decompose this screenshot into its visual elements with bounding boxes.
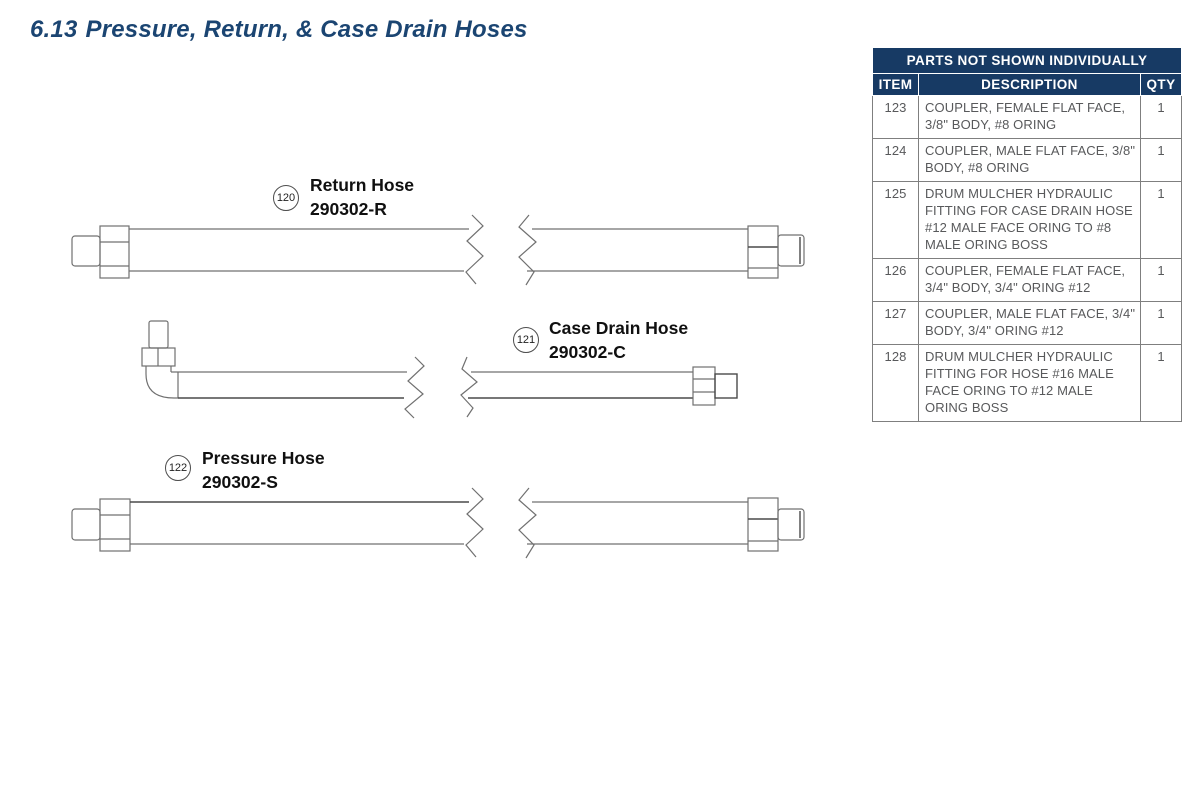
- callout-120: 120: [273, 185, 299, 211]
- return-left-nipple: [71, 235, 101, 267]
- parts-table-title: PARTS NOT SHOWN INDIVIDUALLY: [872, 47, 1182, 74]
- hose-diagram: [71, 214, 805, 559]
- callout-121: 121: [513, 327, 539, 353]
- return-right-nut: [747, 225, 779, 279]
- case-drain-hose-label: Case Drain Hose 290302-C: [549, 316, 688, 364]
- return-hose-name: Return Hose: [310, 175, 415, 195]
- table-row: 125 DRUM MULCHER HYDRAULIC FITTING FOR C…: [872, 181, 1182, 259]
- column-header-item: ITEM: [872, 73, 919, 96]
- item-number: 127: [872, 301, 919, 345]
- item-qty: 1: [1140, 344, 1182, 422]
- casedrain-vertical-nipple: [148, 320, 169, 349]
- item-qty: 1: [1140, 138, 1182, 182]
- return-hose-drawing: [71, 214, 805, 286]
- case-drain-hose-drawing: [141, 320, 738, 419]
- return-hose-part-number: 290302-R: [310, 199, 387, 219]
- table-row: 128 DRUM MULCHER HYDRAULIC FITTING FOR H…: [872, 344, 1182, 422]
- section-title-text: Pressure, Return, & Case Drain Hoses: [85, 16, 528, 43]
- item-qty: 1: [1140, 181, 1182, 259]
- callout-122: 122: [165, 455, 191, 481]
- return-hose-label: Return Hose 290302-R: [310, 173, 414, 221]
- case-drain-hose-part-number: 290302-C: [549, 342, 626, 362]
- break-line: [518, 214, 537, 286]
- break-line: [465, 487, 484, 558]
- break-line: [460, 356, 478, 418]
- casedrain-right-nut: [692, 366, 716, 406]
- return-left-nut: [99, 225, 130, 279]
- pressure-right-nut: [747, 497, 779, 552]
- casedrain-right-nipple: [714, 373, 738, 399]
- item-qty: 1: [1140, 258, 1182, 302]
- item-qty: 1: [1140, 95, 1182, 139]
- break-line: [465, 214, 484, 285]
- case-drain-hose-name: Case Drain Hose: [549, 318, 689, 338]
- break-line: [518, 487, 537, 559]
- pressure-hose-name: Pressure Hose: [202, 448, 325, 468]
- column-header-description: DESCRIPTION: [918, 73, 1141, 96]
- break-line: [404, 356, 425, 419]
- table-row: 124 COUPLER, MALE FLAT FACE, 3/8" BODY, …: [872, 138, 1182, 182]
- item-description: DRUM MULCHER HYDRAULIC FITTING FOR HOSE …: [918, 344, 1141, 422]
- item-number: 126: [872, 258, 919, 302]
- section-title: 6.13 Pressure, Return, & Case Drain Hoses: [30, 16, 528, 44]
- item-description: COUPLER, FEMALE FLAT FACE, 3/4" BODY, 3/…: [918, 258, 1141, 302]
- casedrain-elbow-outer: [145, 366, 178, 399]
- item-number: 124: [872, 138, 919, 182]
- item-number: 123: [872, 95, 919, 139]
- parts-table: PARTS NOT SHOWN INDIVIDUALLY ITEM DESCRI…: [872, 47, 1182, 422]
- item-description: COUPLER, MALE FLAT FACE, 3/8" BODY, #8 O…: [918, 138, 1141, 182]
- table-row: 126 COUPLER, FEMALE FLAT FACE, 3/4" BODY…: [872, 258, 1182, 302]
- item-number: 125: [872, 181, 919, 259]
- pressure-left-nut: [99, 498, 131, 552]
- item-description: COUPLER, FEMALE FLAT FACE, 3/8" BODY, #8…: [918, 95, 1141, 139]
- section-number: 6.13: [30, 16, 78, 43]
- column-header-qty: QTY: [1140, 73, 1182, 96]
- item-number: 128: [872, 344, 919, 422]
- pressure-hose-drawing: [71, 487, 805, 559]
- table-row: 123 COUPLER, FEMALE FLAT FACE, 3/8" BODY…: [872, 95, 1182, 139]
- table-row: 127 COUPLER, MALE FLAT FACE, 3/4" BODY, …: [872, 301, 1182, 345]
- item-description: DRUM MULCHER HYDRAULIC FITTING FOR CASE …: [918, 181, 1141, 259]
- pressure-right-nipple: [777, 508, 805, 541]
- pressure-left-nipple: [71, 508, 101, 541]
- return-right-nipple: [777, 234, 805, 267]
- pressure-hose-label: Pressure Hose 290302-S: [202, 446, 325, 494]
- pressure-hose-part-number: 290302-S: [202, 472, 278, 492]
- item-qty: 1: [1140, 301, 1182, 345]
- item-description: COUPLER, MALE FLAT FACE, 3/4" BODY, 3/4"…: [918, 301, 1141, 345]
